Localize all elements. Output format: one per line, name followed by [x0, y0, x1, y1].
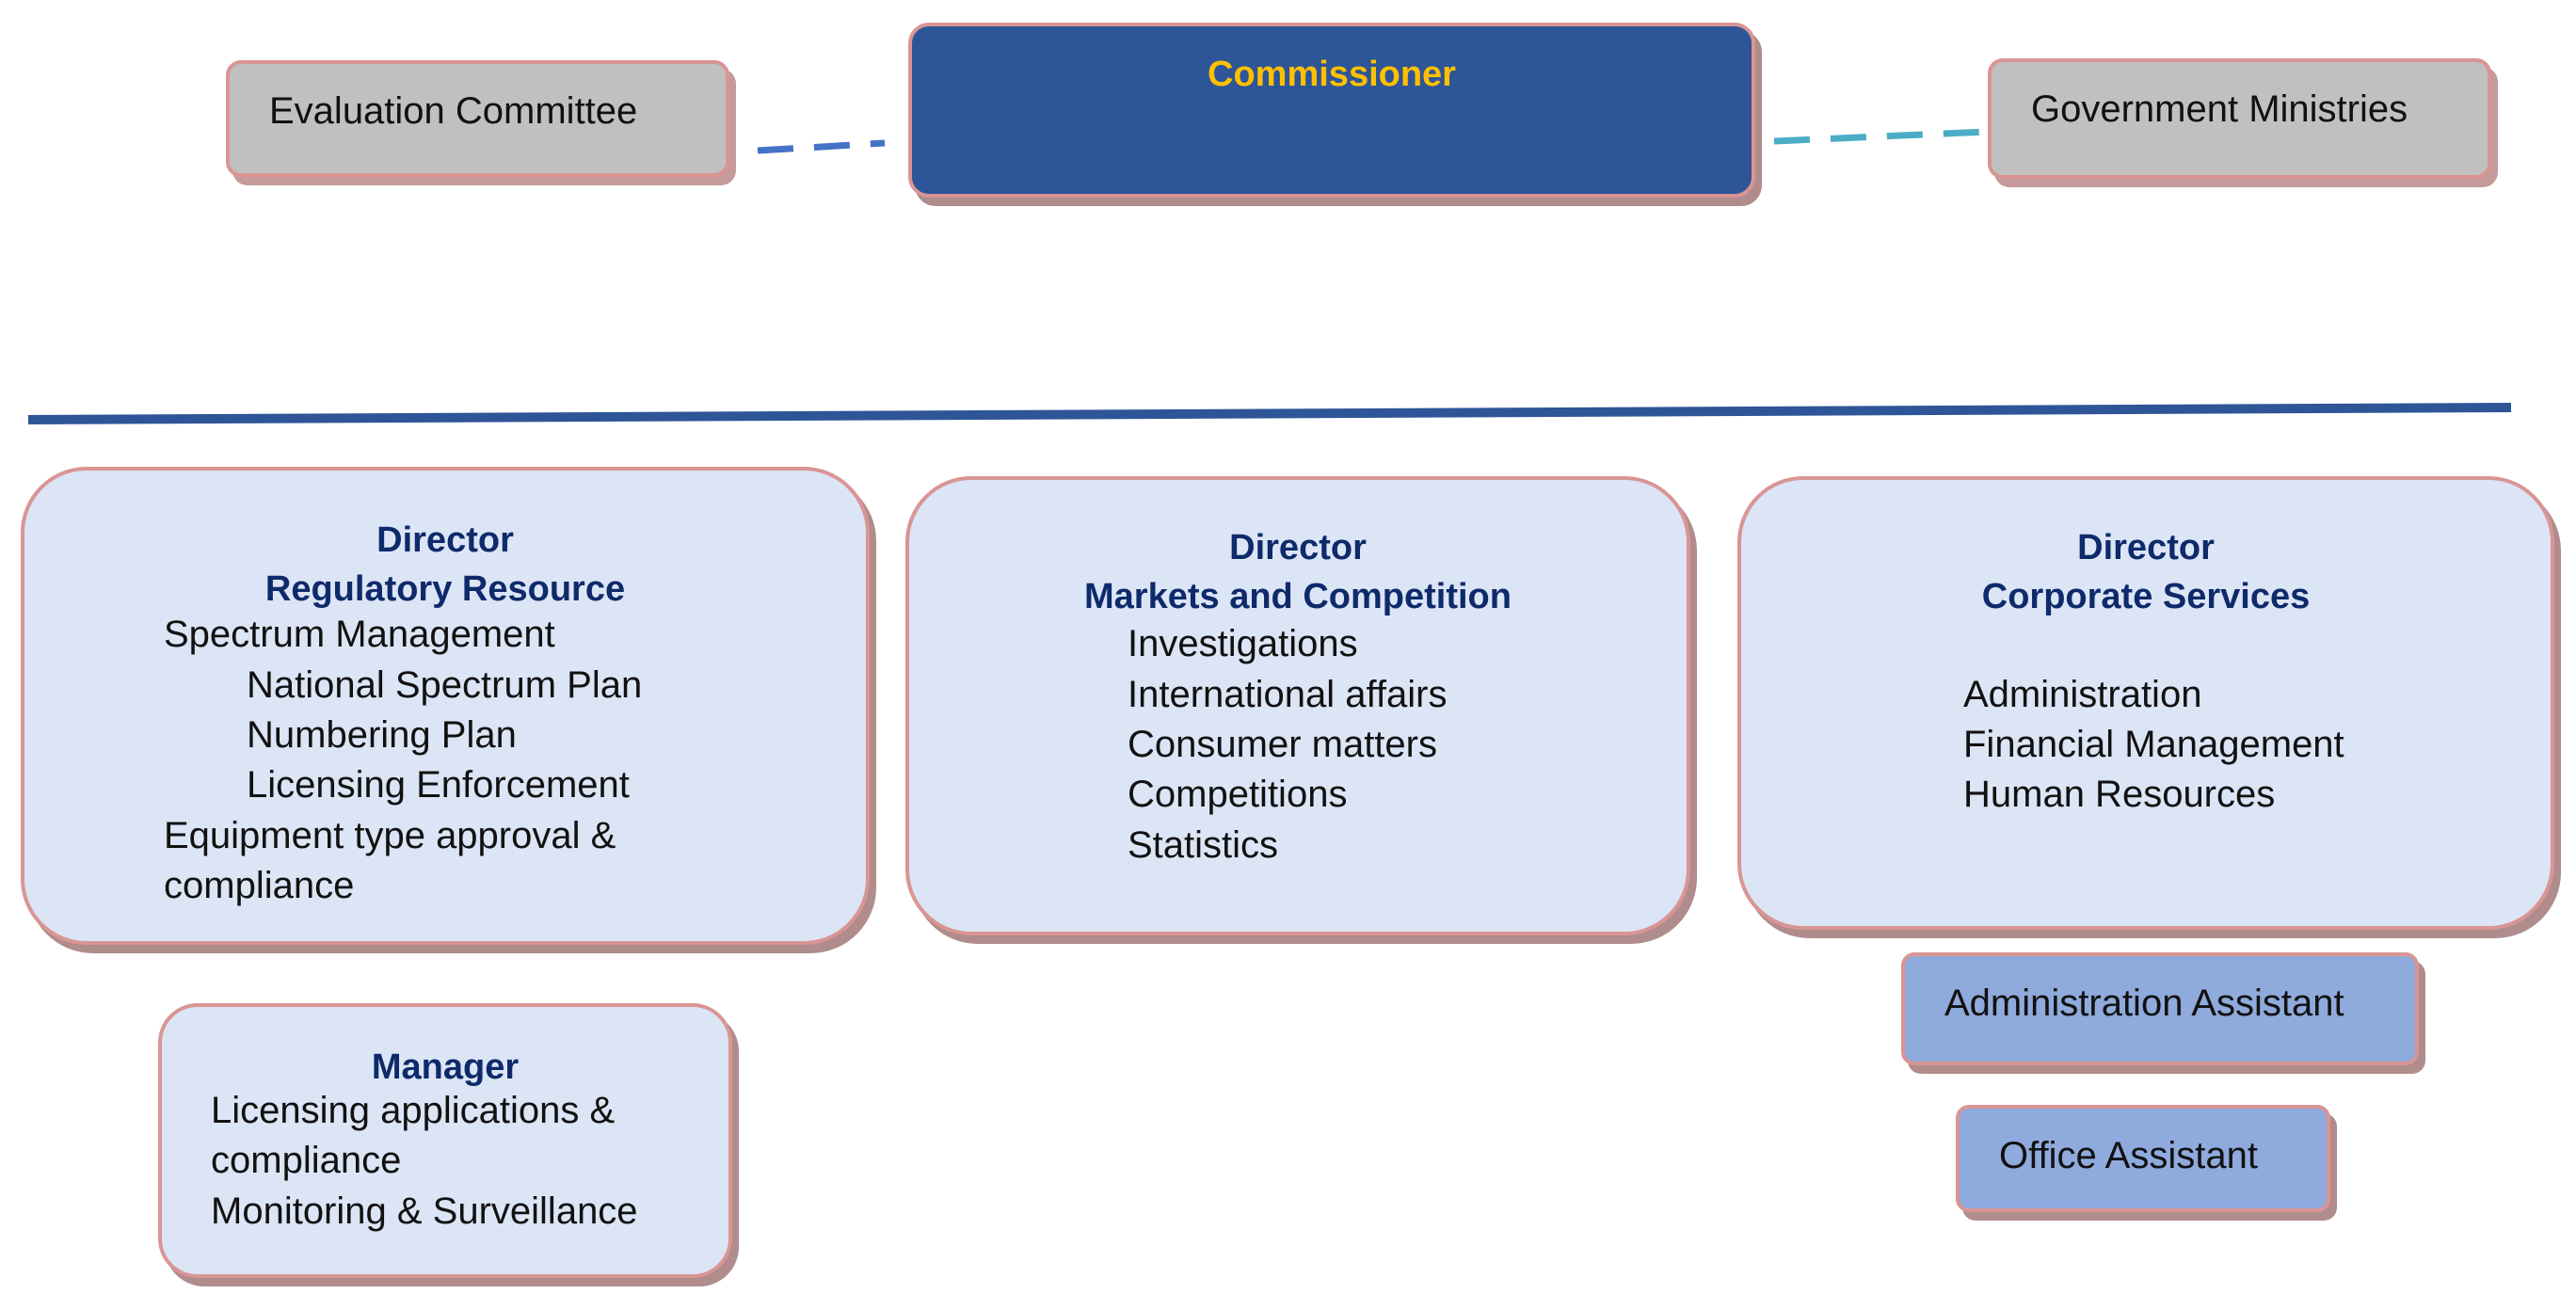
administration-assistant-box: Administration Assistant	[1901, 952, 2419, 1065]
markets-item: Competitions	[1128, 774, 1348, 815]
office-assistant-label: Office Assistant	[1999, 1135, 2258, 1176]
corporate-item: Human Resources	[1963, 774, 2276, 815]
commissioner-label: Commissioner	[1208, 55, 1456, 94]
manager-item: Licensing applications &	[211, 1090, 616, 1131]
dept-regulatory-title1: Director	[376, 520, 514, 560]
administration-assistant-label: Administration Assistant	[1944, 982, 2344, 1024]
markets-item: Statistics	[1128, 824, 1279, 866]
markets-item: Investigations	[1128, 623, 1358, 664]
right-dashed-connector	[1773, 128, 1987, 145]
dept-corporate-services: Director Corporate Services Administrati…	[1737, 476, 2554, 930]
office-assistant-box: Office Assistant	[1956, 1105, 2330, 1212]
corporate-item: Administration	[1963, 674, 2202, 715]
dept-regulatory-resource: Director Regulatory Resource Spectrum Ma…	[21, 467, 870, 945]
dept-markets-title2: Markets and Competition	[1084, 577, 1512, 616]
regulatory-item: National Spectrum Plan	[247, 664, 643, 706]
government-ministries-label: Government Ministries	[2031, 88, 2408, 130]
markets-item: Consumer matters	[1128, 724, 1437, 765]
dept-corporate-title2: Corporate Services	[1981, 577, 2311, 616]
evaluation-committee-box: Evaluation Committee	[226, 60, 729, 177]
dept-markets-title1: Director	[1229, 528, 1367, 567]
manager-item: Monitoring & Surveillance	[211, 1190, 638, 1232]
commissioner-box: Commissioner	[908, 23, 1755, 198]
regulatory-item: Equipment type approval &	[164, 815, 616, 856]
dept-regulatory-title2: Regulatory Resource	[264, 569, 626, 609]
dept-corporate-title1: Director	[2077, 528, 2215, 567]
markets-item: International affairs	[1128, 674, 1448, 715]
regulatory-item: Licensing Enforcement	[247, 764, 630, 806]
manager-item: compliance	[211, 1140, 402, 1181]
regulatory-item: Spectrum Management	[164, 614, 555, 655]
left-dashed-connector	[757, 139, 886, 154]
government-ministries-box: Government Ministries	[1988, 58, 2491, 179]
manager-box: Manager Licensing applications & complia…	[158, 1003, 732, 1278]
evaluation-committee-label: Evaluation Committee	[269, 90, 638, 132]
corporate-item: Financial Management	[1963, 724, 2344, 765]
dept-markets-competition: Director Markets and Competition Investi…	[905, 476, 1690, 935]
divider-line	[27, 403, 2512, 424]
regulatory-item: Numbering Plan	[247, 714, 517, 756]
manager-title: Manager	[371, 1047, 520, 1087]
regulatory-item: compliance	[164, 865, 355, 906]
